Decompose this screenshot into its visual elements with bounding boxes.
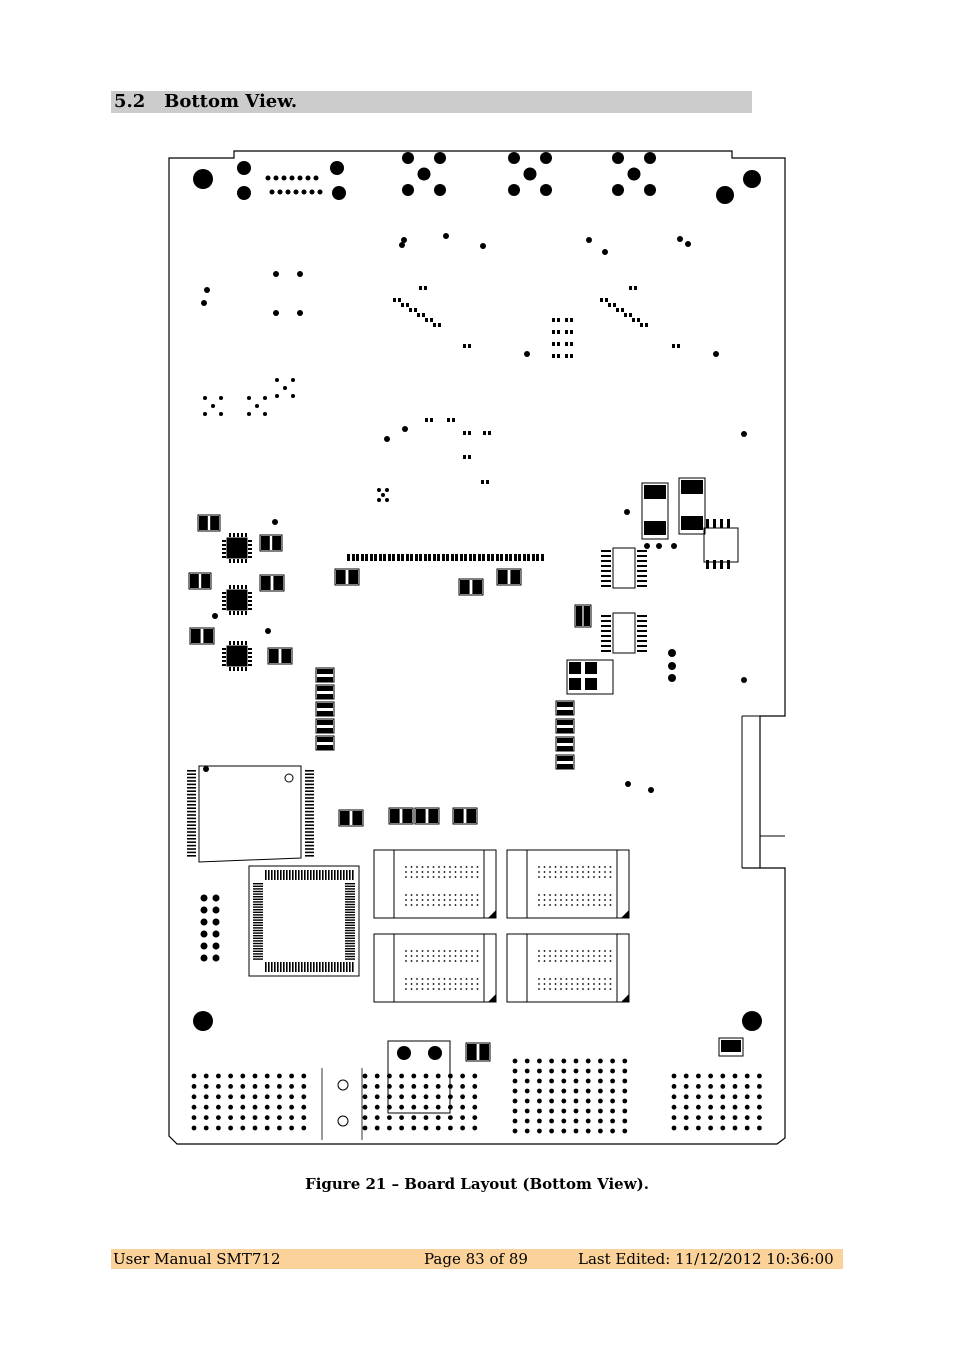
section-heading: 5.2 Bottom View. [114, 91, 297, 113]
board-components [187, 152, 762, 1140]
footer-page-number: Page 83 of 89 [424, 1250, 528, 1268]
section-heading-bar: 5.2 Bottom View. [111, 91, 752, 113]
board-layout-drawing [168, 150, 786, 1145]
section-title: Bottom View. [164, 91, 298, 112]
page-footer: User Manual SMT712 Page 83 of 89 Last Ed… [111, 1249, 843, 1269]
footer-document-title: User Manual SMT712 [113, 1250, 281, 1268]
board-layout-figure [167, 148, 787, 1148]
board-outline [168, 150, 786, 1145]
footer-last-edited: Last Edited: 11/12/2012 10:36:00 [578, 1250, 834, 1268]
section-number: 5.2 [114, 91, 146, 112]
figure-caption: Figure 21 – Board Layout (Bottom View). [305, 1175, 649, 1193]
